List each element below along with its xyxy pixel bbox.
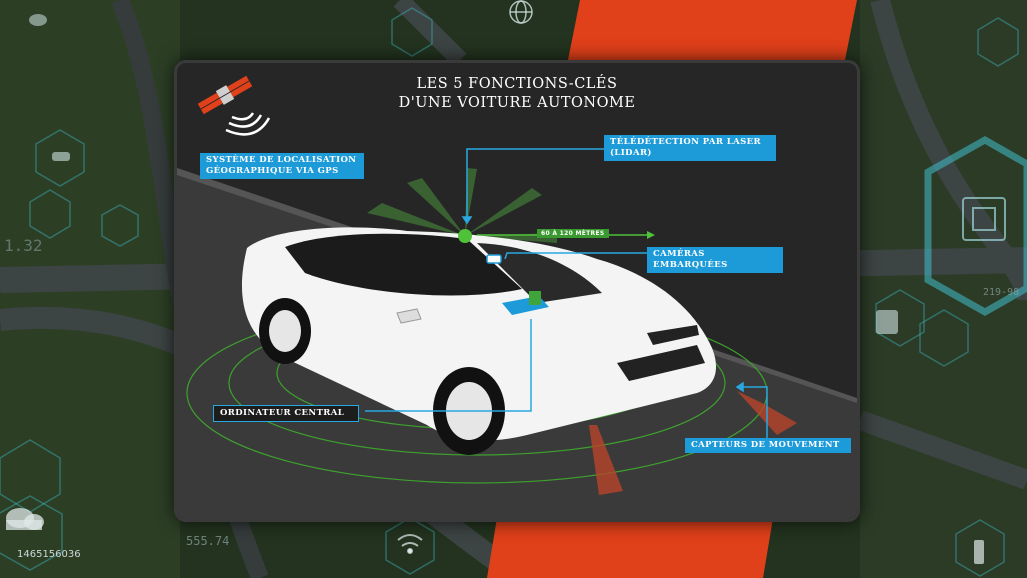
stock-image-id: 1465156036	[17, 549, 81, 560]
label-lidar: TÉLÉDÉTECTION PAR LASER (LIDAR)	[604, 135, 776, 161]
label-cameras: CAMÉRAS EMBARQUÉES	[647, 247, 783, 273]
label-sensors: CAPTEURS DE MOUVEMENT	[685, 438, 851, 453]
label-range: 60 À 120 MÈTRES	[537, 229, 609, 238]
label-computer: ORDINATEUR CENTRAL	[213, 405, 359, 422]
car-illustration	[241, 227, 717, 455]
coordinate-watermark-bottom: 555.74	[186, 534, 230, 548]
cloud-icon	[29, 14, 47, 26]
car-icon	[52, 152, 70, 161]
diagram-title-line2: D'UNE VOITURE AUTONOME	[398, 95, 636, 111]
wifi-icon	[397, 534, 423, 554]
coordinate-watermark-left: 1.32	[4, 236, 43, 255]
globe-icon	[509, 0, 533, 24]
coordinate-watermark-right: 219-98	[983, 287, 1020, 298]
diagram-title-line1: LES 5 FONCTIONS-CLÉS	[416, 76, 618, 92]
traffic-light-icon	[974, 540, 984, 564]
bus-icon	[876, 310, 898, 334]
infographic-panel: LES 5 FONCTIONS-CLÉS D'UNE VOITURE AUTON…	[174, 60, 860, 522]
satellite-icon	[197, 75, 271, 136]
cloud-icon	[6, 508, 44, 530]
chip-icon	[962, 197, 1006, 241]
label-gps: SYSTÈME DE LOCALISATION GÉOGRAPHIQUE VIA…	[200, 153, 364, 179]
car-diagram	[177, 75, 857, 519]
